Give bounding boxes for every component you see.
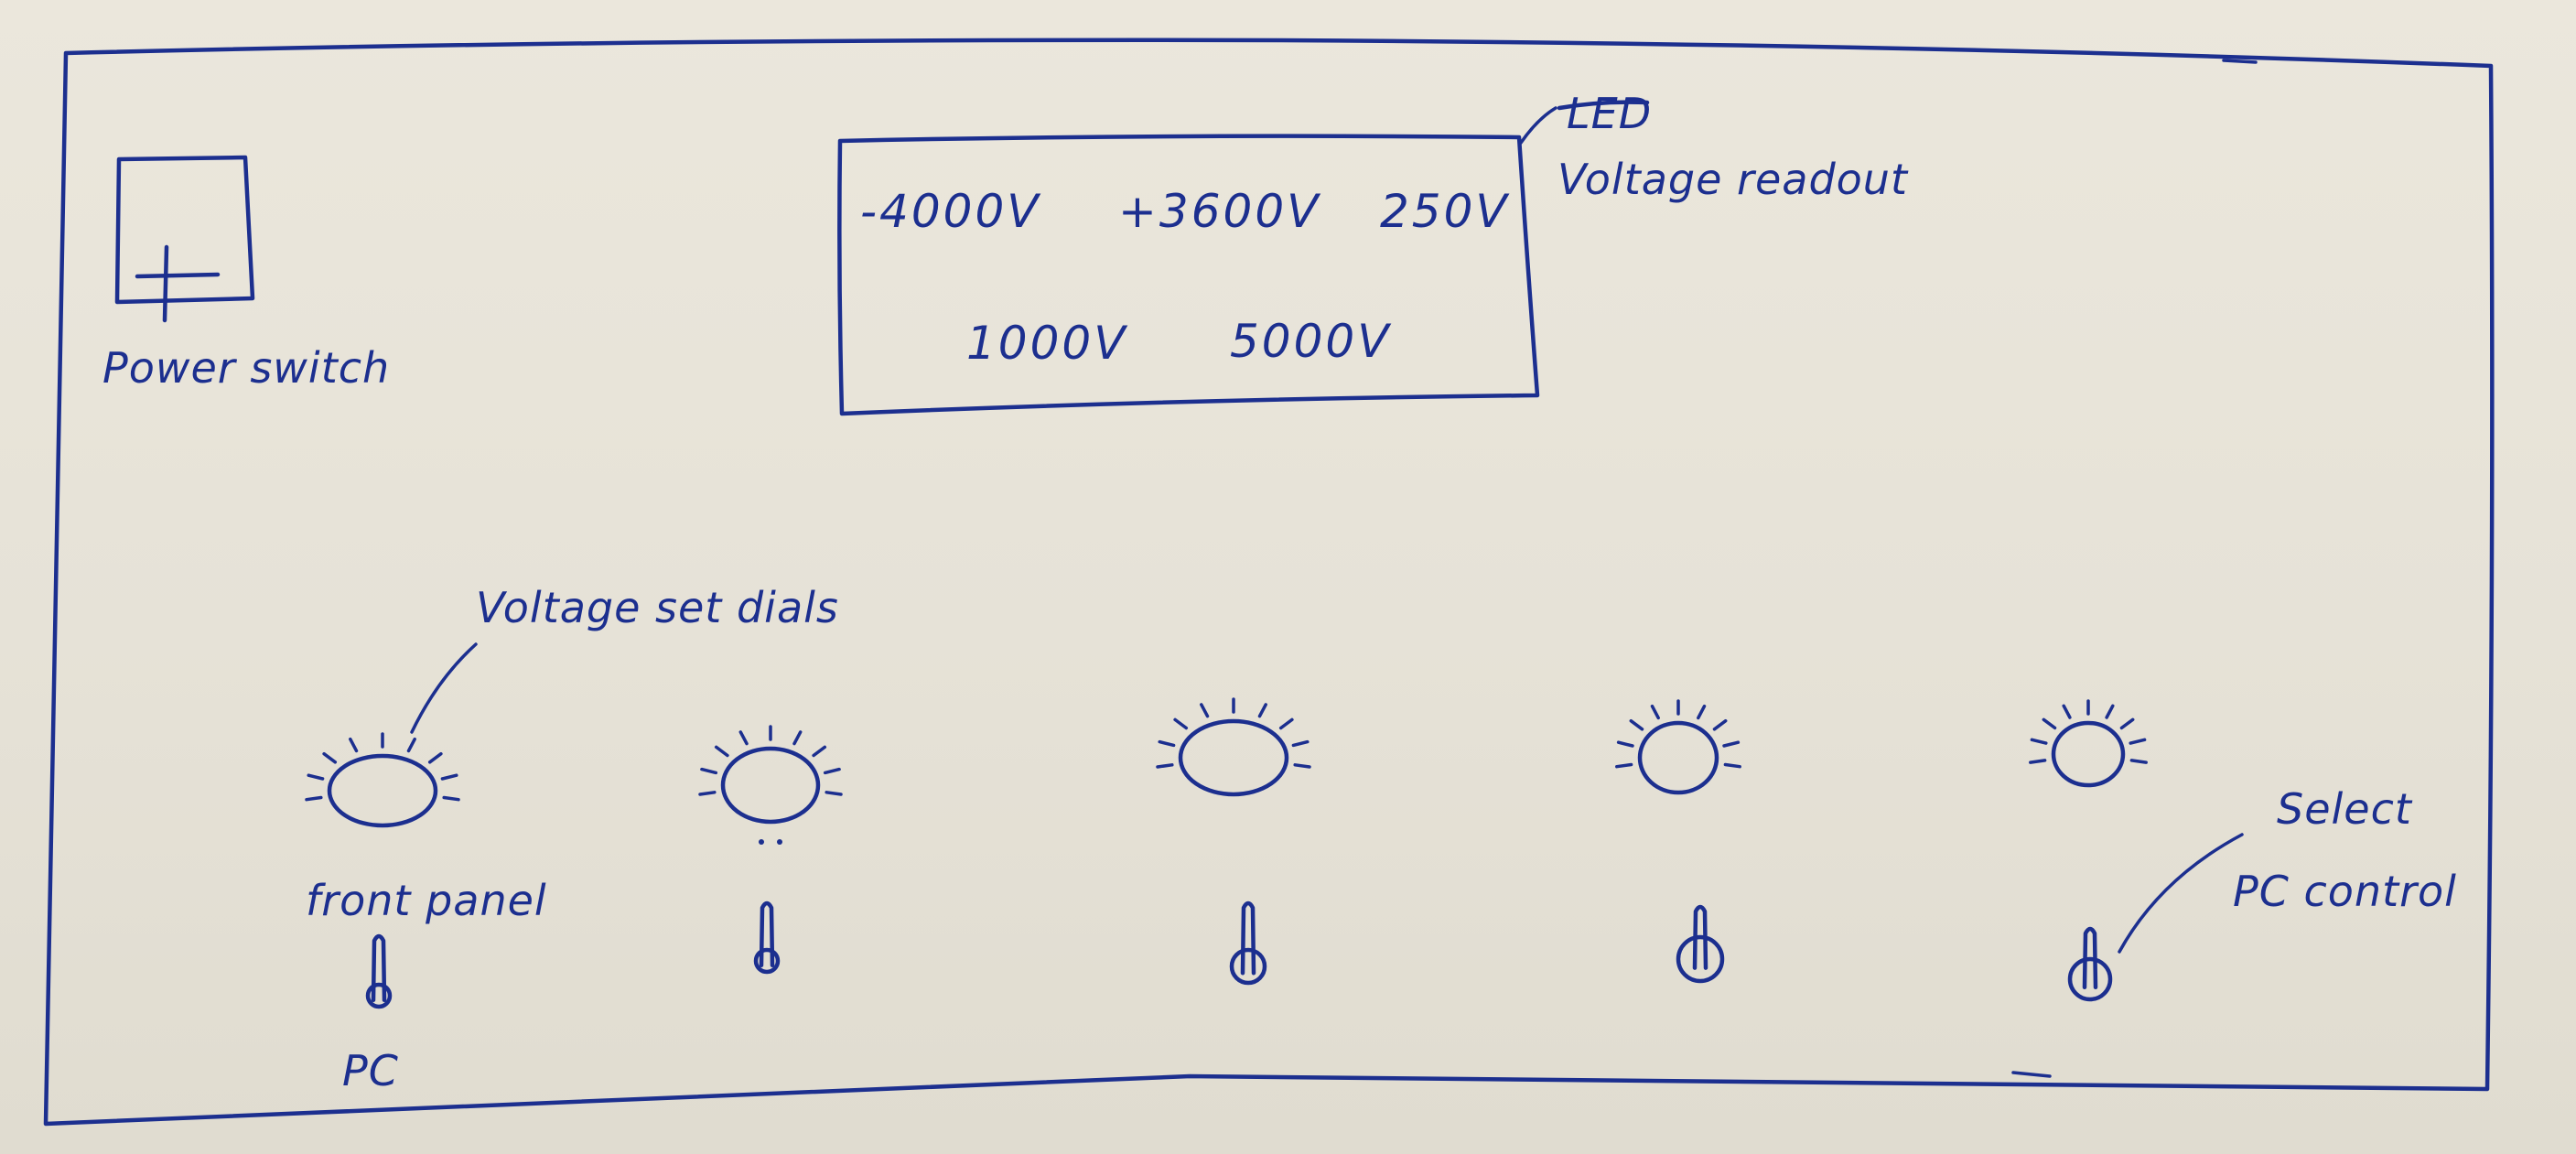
switch-lever — [2082, 926, 2098, 990]
voltage-set-dial[interactable] — [305, 732, 460, 828]
voltage-readout-display: -4000V +3600V 250V 1000V 5000V — [837, 134, 1540, 416]
panel-outline — [43, 38, 2495, 1127]
dial-tick-mark — [2062, 704, 2072, 719]
dial-tick-mark — [2029, 759, 2047, 764]
switch-lever — [1692, 904, 1708, 970]
dial-tick-mark — [2030, 738, 2048, 745]
voltage-readout-label: Voltage readout — [1557, 155, 1909, 204]
dial-tick-mark — [1156, 763, 1174, 769]
dials-leader-line — [410, 642, 478, 734]
dial-tick-mark — [406, 737, 416, 753]
dial-tick-mark — [305, 795, 323, 802]
pen-mark — [2011, 1071, 2052, 1078]
switch-lever — [1240, 901, 1256, 976]
power-switch-toggle-cross — [135, 272, 221, 279]
select-leader-line — [2118, 833, 2244, 954]
dial-dot — [777, 839, 782, 845]
pc-control-selector-switch[interactable] — [1676, 904, 1725, 984]
voltage-set-dial[interactable] — [1615, 699, 1741, 795]
dial-tick-mark — [307, 773, 325, 781]
dial-tick-mark — [812, 745, 827, 758]
readout-value: 1000V — [966, 317, 1128, 370]
dials-layer — [305, 697, 2148, 845]
switch-base — [1229, 947, 1267, 986]
dial-tick-mark — [442, 795, 460, 802]
dial-tick-mark — [1629, 718, 1644, 731]
dial-tick-mark — [2119, 717, 2135, 730]
pc-control-selector-switch[interactable] — [753, 901, 781, 975]
dial-tick-mark — [792, 730, 803, 746]
dial-tick-mark — [440, 773, 458, 781]
readout-box — [837, 134, 1540, 416]
dial-tick-mark — [825, 791, 843, 796]
readout-value: 5000V — [1230, 315, 1392, 368]
led-struck-label: LED — [1567, 89, 1652, 138]
dial-tick-mark — [1616, 740, 1634, 748]
power-switch[interactable] — [114, 155, 255, 323]
dial-tick-mark — [1200, 703, 1210, 718]
switch-base — [365, 982, 393, 1009]
select-label-line1: Select — [2277, 784, 2413, 834]
dial-tick-mark — [1173, 717, 1189, 730]
dial-tick-mark — [1291, 739, 1310, 748]
dial-tick-mark — [1723, 762, 1741, 769]
pen-mark — [2222, 59, 2258, 64]
dial-tick-mark — [698, 791, 717, 796]
voltage-set-dials-label: Voltage set dials — [476, 583, 839, 632]
dial-tick-mark — [322, 751, 338, 764]
dial-knob — [1178, 718, 1289, 797]
switch-base — [2067, 956, 2113, 1002]
switch-base — [1676, 934, 1725, 984]
dial-tick-mark — [1650, 704, 1660, 720]
dial-tick-mark — [1722, 740, 1741, 748]
switch-lever — [759, 901, 775, 968]
switch-base — [753, 947, 781, 975]
voltage-set-dial[interactable] — [2029, 699, 2148, 788]
dial-tick-mark — [1293, 763, 1311, 769]
dial-knob — [1637, 720, 1719, 795]
dial-knob — [2051, 720, 2126, 788]
dial-tick-mark — [823, 767, 841, 775]
front-panel-label: front panel — [306, 876, 547, 925]
dial-tick-mark — [2105, 704, 2115, 719]
select-label-line2: PC control — [2233, 867, 2457, 916]
voltage-set-dial[interactable] — [698, 725, 843, 845]
power-switch-label: Power switch — [102, 343, 390, 393]
led-strikethrough — [1557, 100, 1650, 111]
dial-tick-mark — [2129, 759, 2148, 764]
power-switch-toggle — [162, 244, 169, 323]
switches-layer — [365, 901, 2113, 1009]
dial-tick-mark — [349, 737, 359, 753]
dial-dot — [759, 839, 764, 845]
dial-tick-mark — [1697, 704, 1707, 720]
pc-control-selector-switch[interactable] — [1229, 901, 1267, 986]
dial-tick-mark — [1257, 703, 1267, 718]
readout-value: -4000V — [860, 185, 1041, 238]
readout-leader-line — [1519, 106, 1557, 145]
pc-control-selector-switch[interactable] — [365, 933, 393, 1009]
readout-value: +3600V — [1118, 185, 1321, 238]
voltage-set-dial[interactable] — [1156, 697, 1311, 797]
dial-tick-mark — [427, 751, 443, 764]
dial-tick-mark — [1278, 717, 1294, 730]
dial-tick-mark — [2129, 738, 2147, 745]
dial-knob — [720, 746, 821, 825]
dial-tick-mark — [700, 767, 718, 775]
pc-label: PC — [342, 1046, 399, 1095]
dial-tick-mark — [2042, 717, 2057, 730]
dial-tick-mark — [1158, 739, 1176, 748]
switch-lever — [371, 933, 387, 1003]
dial-tick-mark — [1712, 718, 1728, 731]
readout-value: 250V — [1380, 185, 1510, 238]
power-switch-box — [114, 155, 255, 305]
pc-control-selector-switch[interactable] — [2067, 926, 2113, 1002]
dial-knob — [327, 753, 438, 828]
dial-tick-mark — [1615, 762, 1633, 769]
dial-tick-mark — [738, 730, 749, 746]
dial-tick-mark — [714, 745, 729, 758]
